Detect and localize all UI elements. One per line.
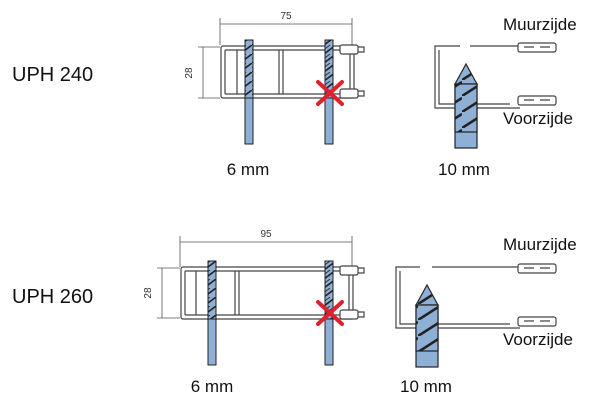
profile-wall-view (395, 263, 557, 329)
screw-6mm-ok (244, 39, 254, 145)
height-dimension: 28 (184, 46, 220, 99)
front-side-label: Voorzijde (503, 109, 573, 128)
width-value: 75 (280, 11, 292, 22)
screw-size-right: 10 mm (438, 160, 490, 179)
screw-6mm-ok (207, 260, 217, 366)
width-dimension: 95 (179, 229, 353, 267)
screw-10mm (414, 283, 440, 368)
front-side-label: Voorzijde (503, 330, 573, 349)
screw-10mm (453, 62, 479, 149)
cross-icon (316, 80, 344, 106)
aluminium-profile (220, 44, 365, 99)
height-dimension: 28 (143, 267, 180, 319)
profile-wall-view (434, 42, 557, 109)
screw-6mm-crossed (324, 260, 334, 366)
wall-side-label: Muurzijde (503, 235, 577, 254)
height-value: 28 (184, 67, 195, 79)
width-value: 95 (260, 229, 272, 240)
row-uph260: UPH 260 95 28 (12, 229, 577, 396)
height-value: 28 (143, 287, 154, 299)
row-uph240: UPH 240 75 28 (12, 11, 577, 179)
aluminium-profile (180, 265, 365, 320)
screw-size-left: 6 mm (191, 377, 234, 396)
width-dimension: 75 (219, 11, 353, 45)
screw-6mm-crossed (324, 39, 334, 145)
cross-icon (316, 300, 344, 326)
product-label: UPH 240 (12, 64, 93, 86)
product-label: UPH 260 (12, 286, 93, 308)
wall-side-label: Muurzijde (503, 15, 577, 34)
screw-size-right: 10 mm (400, 377, 452, 396)
screw-size-left: 6 mm (227, 160, 270, 179)
